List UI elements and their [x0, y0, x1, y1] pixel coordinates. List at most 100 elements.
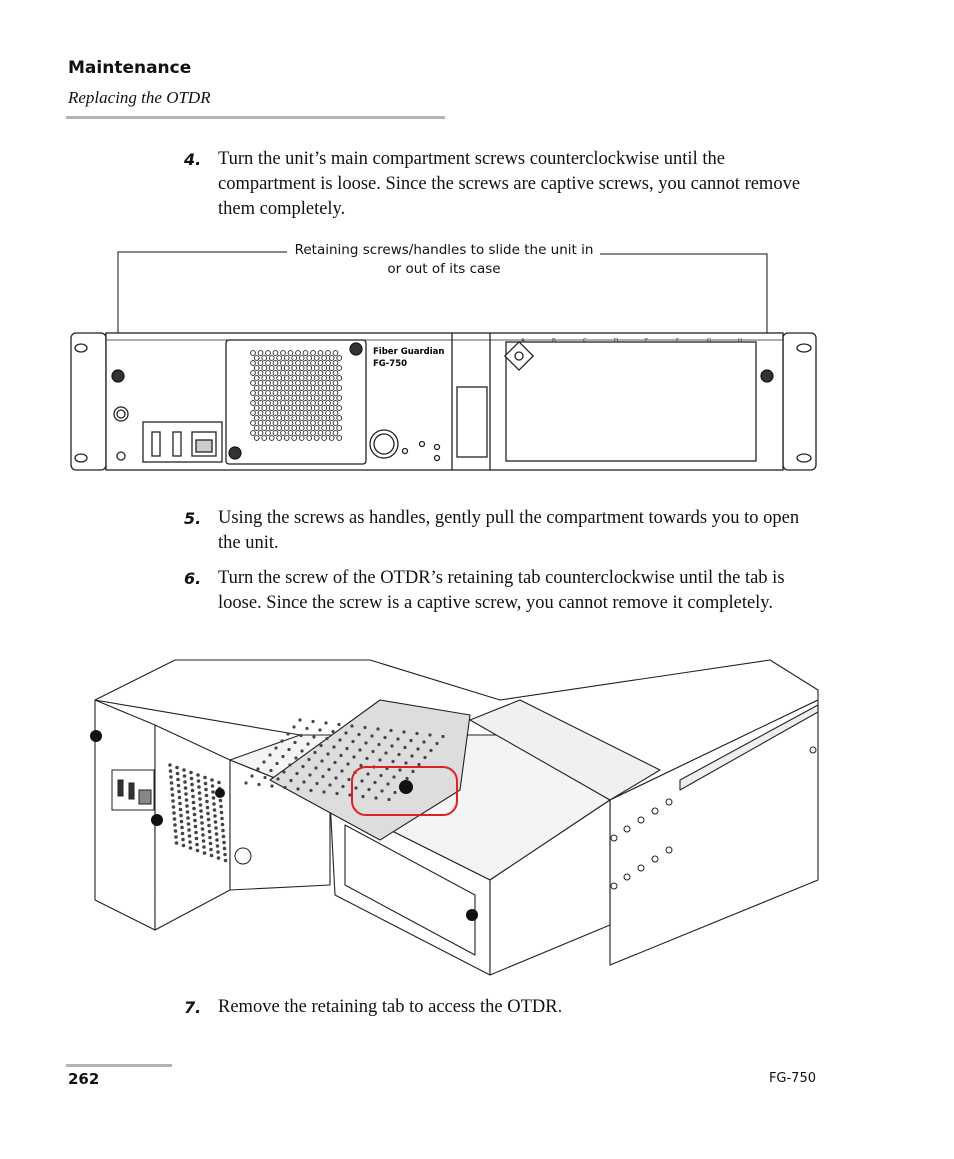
document-id: FG-750	[768, 1071, 816, 1086]
tray-hole	[386, 782, 390, 786]
grille-hole	[207, 829, 212, 834]
grille-hole	[280, 400, 286, 406]
grille-hole	[332, 360, 339, 366]
tray-hole	[275, 761, 279, 766]
grille-hole	[194, 830, 198, 835]
perforated-tray	[269, 699, 471, 841]
tray-hole	[380, 789, 384, 793]
tray-hole	[256, 767, 260, 771]
tray-hole	[402, 730, 406, 734]
grille-hole	[325, 350, 331, 356]
grille-hole	[287, 350, 294, 356]
grille-hole	[287, 390, 294, 396]
page-number: 262	[68, 1070, 100, 1088]
grille-hole	[283, 375, 290, 381]
otdr-tab-screw	[399, 780, 413, 794]
grille-hole	[272, 380, 279, 386]
grille-hole	[223, 852, 227, 857]
grille-hole	[197, 791, 202, 795]
slot-letter: F	[676, 338, 679, 344]
grille-hole	[332, 390, 339, 396]
grille-hole	[170, 787, 174, 791]
tray-hole	[392, 775, 396, 779]
grille-hole	[313, 405, 320, 411]
grille-hole	[321, 425, 328, 431]
grille-hole	[182, 774, 187, 778]
grille-hole	[283, 395, 290, 401]
grille-hole	[306, 425, 313, 431]
tray-hole	[405, 776, 409, 781]
grille-hole	[174, 841, 179, 845]
grille-hole	[272, 360, 279, 366]
grille-hole	[283, 405, 290, 411]
grille-hole	[310, 380, 316, 386]
grille-hole	[168, 763, 172, 767]
grille-hole	[332, 350, 339, 356]
footer-rule	[66, 1064, 172, 1067]
tray-hole	[384, 751, 388, 755]
grille-hole	[265, 420, 271, 426]
grille-hole	[253, 425, 260, 431]
grille-hole	[291, 415, 298, 421]
tray-hole	[293, 740, 297, 745]
grille-hole	[317, 350, 324, 356]
tray-hole	[428, 733, 432, 737]
grille-hole	[295, 430, 301, 436]
grille-hole	[202, 851, 207, 855]
grille-hole	[272, 370, 279, 376]
grille-hole	[250, 410, 256, 416]
grille-hole	[283, 355, 290, 361]
grille-hole	[280, 350, 286, 356]
tray-hole	[371, 749, 375, 754]
tray-hole	[341, 784, 345, 789]
grille-hole	[310, 420, 316, 426]
grille-hole	[203, 781, 208, 786]
grille-hole	[291, 385, 298, 391]
grille-hole	[302, 370, 309, 376]
grille-hole	[283, 385, 290, 391]
tray-hole	[345, 746, 349, 751]
grille-hole	[298, 385, 305, 391]
tray-hole	[364, 741, 368, 745]
grille-hole	[261, 385, 268, 391]
grille-hole	[171, 799, 175, 803]
grille-hole	[216, 850, 220, 854]
grille-hole	[214, 832, 219, 836]
grille-hole	[261, 425, 268, 431]
grille-hole	[169, 781, 174, 785]
grille-hole	[336, 365, 343, 371]
tray-hole	[274, 746, 278, 750]
grille-hole	[261, 395, 268, 401]
grille-hole	[268, 435, 275, 441]
tray-hole	[344, 731, 348, 735]
grille-hole	[325, 410, 331, 416]
tray-hole	[315, 781, 319, 786]
tray-hole	[337, 722, 341, 727]
grille-hole	[325, 370, 331, 376]
tray-hole	[339, 753, 343, 758]
tray-hole	[320, 759, 324, 763]
grille-hole	[221, 828, 225, 833]
grille-hole	[261, 435, 268, 441]
grille-hole	[310, 400, 316, 406]
tray-hole	[250, 774, 254, 778]
grille-hole	[283, 365, 290, 371]
grille-hole	[208, 841, 213, 846]
grille-hole	[221, 834, 226, 839]
tray-hole	[294, 756, 298, 760]
header-rule	[66, 116, 445, 119]
grille-hole	[313, 365, 320, 371]
tray-hole	[441, 734, 445, 739]
grille-hole	[210, 784, 215, 788]
step-text: Turn the unit’s main compartment screws …	[218, 149, 801, 219]
grille-hole	[250, 370, 256, 376]
grille-hole	[328, 365, 335, 371]
tray-hole	[289, 778, 293, 783]
step-number: 7.	[184, 998, 202, 1017]
tray-hole	[286, 732, 290, 736]
grille-hole	[190, 788, 195, 793]
tray-hole	[340, 769, 344, 773]
grille-hole	[253, 405, 260, 411]
grille-hole	[276, 375, 283, 381]
grille-hole	[291, 375, 298, 381]
